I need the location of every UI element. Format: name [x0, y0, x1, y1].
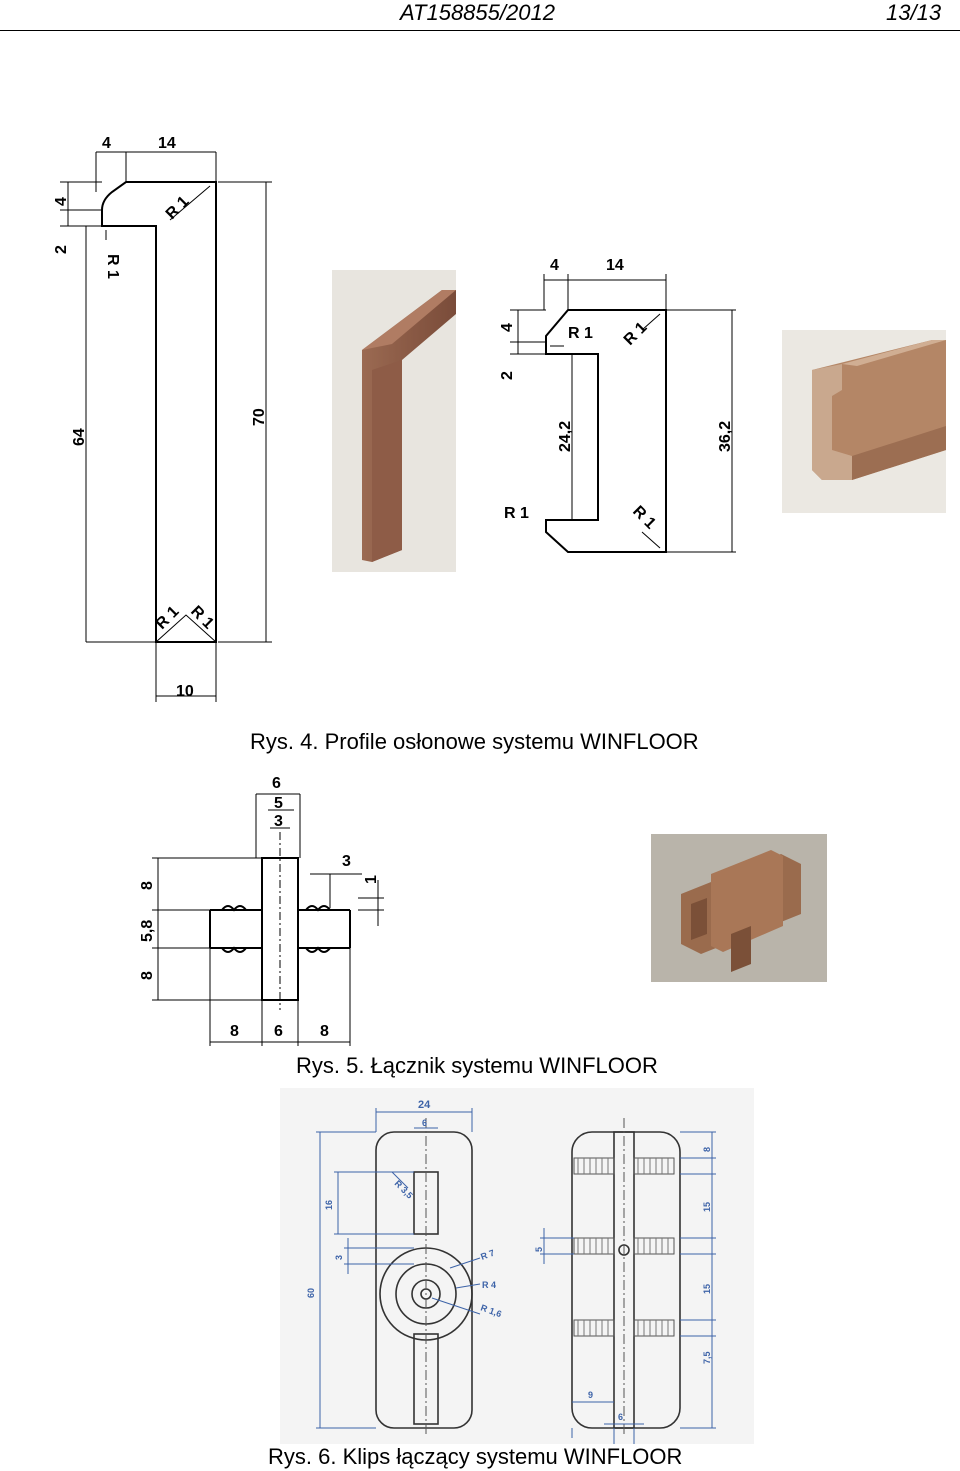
fig5-dim-left-8-top: 8 [139, 881, 156, 890]
fig5-dim-top-5: 5 [274, 795, 283, 812]
figure6-caption: Rys. 6. Klips łączący systemu WINFLOOR [268, 1444, 683, 1469]
fig4a-dim-left-2: 2 [53, 245, 70, 254]
fig6-dim-right-15a: 15 [702, 1202, 712, 1212]
fig6-dim-h60: 60 [306, 1288, 316, 1298]
wood-connector-illustration [681, 850, 801, 972]
figure5-connector-photo [651, 834, 827, 982]
fig4a-radius-top-left: R 1 [104, 254, 121, 279]
fig5-dim-top-6: 6 [272, 775, 281, 792]
fig4b-radius-bottom-right: R 1 [629, 503, 659, 533]
fig5-dim-right-1: 1 [363, 875, 380, 884]
wood-l-profile-illustration [362, 290, 456, 562]
fig4b-dim-outer: 36,2 [717, 421, 734, 452]
fig4a-dim-bottom: 10 [176, 683, 194, 700]
document-number: AT158855/2012 [400, 0, 555, 25]
fig4a-dim-left-4: 4 [53, 197, 70, 206]
figure4-caption: Rys. 4. Profile osłonowe systemu WINFLOO… [250, 729, 699, 754]
fig4b-radius-top-left: R 1 [568, 325, 593, 342]
fig4b-dim-top-left: 4 [550, 257, 559, 274]
fig5-dim-right-3: 3 [342, 853, 351, 870]
fig4a-radius-top-right: R 1 [163, 193, 193, 223]
header-divider [0, 30, 960, 31]
figure4-profile-b-photo [782, 330, 946, 513]
figure5-caption: Rys. 5. Łącznik systemu WINFLOOR [296, 1053, 658, 1078]
wood-c-profile-illustration [812, 340, 946, 480]
fig4b-radius-top-right: R 1 [621, 319, 651, 349]
fig4a-radius-bottom-right: R 1 [187, 603, 217, 633]
fig4b-dim-top-right: 14 [606, 257, 624, 274]
fig6-dim-right-75: 7,5 [702, 1351, 712, 1364]
fig4a-dim-height-outer: 70 [251, 408, 268, 426]
fig5-dim-bottom-8-right: 8 [320, 1023, 329, 1040]
fig4b-dim-left-2: 2 [499, 371, 516, 380]
fig6-dim-bottom-9: 9 [588, 1390, 593, 1400]
figure5-connector-drawing: 6 5 3 3 1 8 5,8 8 8 6 8 [139, 775, 384, 1046]
figure6-clip-drawing: 24 6 R 3,5 16 3 60 R 7 R 4 R 1,6 8 15 5 … [306, 1099, 716, 1444]
fig4a-dim-top-left: 4 [102, 135, 111, 152]
fig4a-dim-top-right: 14 [158, 135, 176, 152]
fig5-dim-top-3: 3 [274, 813, 283, 830]
fig6-dim-h16: 16 [324, 1200, 334, 1210]
fig5-dim-bottom-8-left: 8 [230, 1023, 239, 1040]
fig6-dim-h3: 3 [334, 1255, 344, 1260]
figure4-profile-b-drawing: 4 14 4 2 R 1 R 1 24,2 36,2 R 1 R 1 [499, 257, 736, 553]
fig4a-radius-bottom-left: R 1 [153, 603, 183, 633]
fig4b-dim-left-4: 4 [499, 323, 516, 332]
fig5-dim-left-8-bottom: 8 [139, 971, 156, 980]
fig6-dim-r7: R 7 [479, 1248, 496, 1262]
fig6-dim-right-5: 5 [534, 1247, 544, 1252]
fig5-dim-left-58: 5,8 [139, 920, 156, 942]
fig6-dim-w6: 6 [422, 1118, 427, 1128]
fig4b-dim-inner: 24,2 [557, 421, 574, 452]
fig4b-radius-bottom-left: R 1 [504, 505, 529, 522]
fig6-dim-r4: R 4 [482, 1280, 496, 1290]
fig4a-dim-height-inner: 64 [71, 428, 88, 446]
figure6-clip-drawing-frame: 24 6 R 3,5 16 3 60 R 7 R 4 R 1,6 8 15 5 … [280, 1088, 754, 1444]
fig6-dim-r16: R 1,6 [479, 1302, 503, 1319]
fig6-dim-bottom-6: 6 [618, 1412, 623, 1422]
fig6-dim-right-15b: 15 [702, 1284, 712, 1294]
figure4-profile-a-drawing: 4 14 4 2 R 1 R 1 64 70 R 1 R 1 10 [53, 135, 272, 702]
fig5-dim-bottom-6: 6 [274, 1023, 283, 1040]
fig6-dim-r35: R 3,5 [393, 1178, 415, 1200]
page-number: 13/13 [886, 0, 942, 25]
figure4-profile-a-photo [332, 270, 456, 572]
fig6-dim-w24: 24 [418, 1099, 431, 1111]
fig6-dim-right-8: 8 [702, 1147, 712, 1152]
